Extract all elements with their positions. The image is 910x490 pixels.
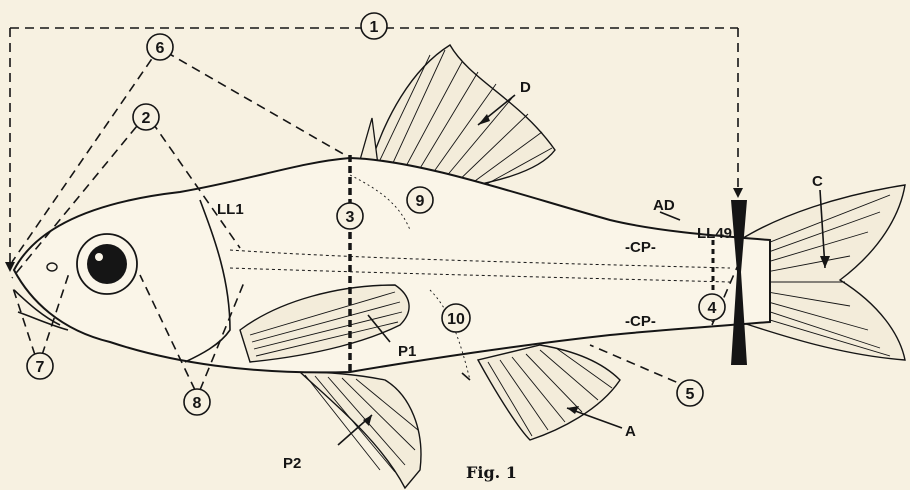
callout-2: 2 <box>133 104 159 130</box>
callout-4: 4 <box>699 294 725 320</box>
callout-7: 7 <box>27 353 53 379</box>
callout-3: 3 <box>337 203 363 229</box>
peduncle-lower-label: -CP- <box>625 313 656 330</box>
callout-9: 9 <box>407 187 433 213</box>
pectoral-fin-label: P1 <box>398 343 416 360</box>
svg-text:5: 5 <box>686 386 695 403</box>
svg-text:7: 7 <box>36 359 45 376</box>
callout-6: 6 <box>147 34 173 60</box>
svg-text:10: 10 <box>447 311 465 328</box>
eye <box>77 234 137 294</box>
caudal-fin-label: C <box>812 173 823 190</box>
dorsal-fin-label: D <box>520 79 531 96</box>
svg-text:1: 1 <box>370 19 379 36</box>
figure-caption: Fig. 1 <box>466 463 517 482</box>
adipose-label: AD <box>653 197 675 214</box>
anal-fin-label: A <box>625 423 636 440</box>
svg-text:4: 4 <box>708 300 717 317</box>
lateral-line-last-label: LL49 <box>697 225 732 242</box>
callout-5: 5 <box>677 380 703 406</box>
svg-text:8: 8 <box>193 395 202 412</box>
pelvic-fin-label: P2 <box>283 455 301 472</box>
peduncle-upper-label: -CP- <box>625 239 656 256</box>
callout-8: 8 <box>184 389 210 415</box>
callout-10: 10 <box>442 304 470 332</box>
svg-text:2: 2 <box>142 110 151 127</box>
callout-1: 1 <box>361 13 387 39</box>
anal-fin <box>478 345 620 440</box>
svg-text:3: 3 <box>346 209 355 226</box>
svg-text:6: 6 <box>156 40 165 57</box>
svg-text:9: 9 <box>416 193 425 210</box>
pelvic-fin <box>300 372 421 488</box>
lateral-line-first-label: LL1 <box>217 201 244 218</box>
